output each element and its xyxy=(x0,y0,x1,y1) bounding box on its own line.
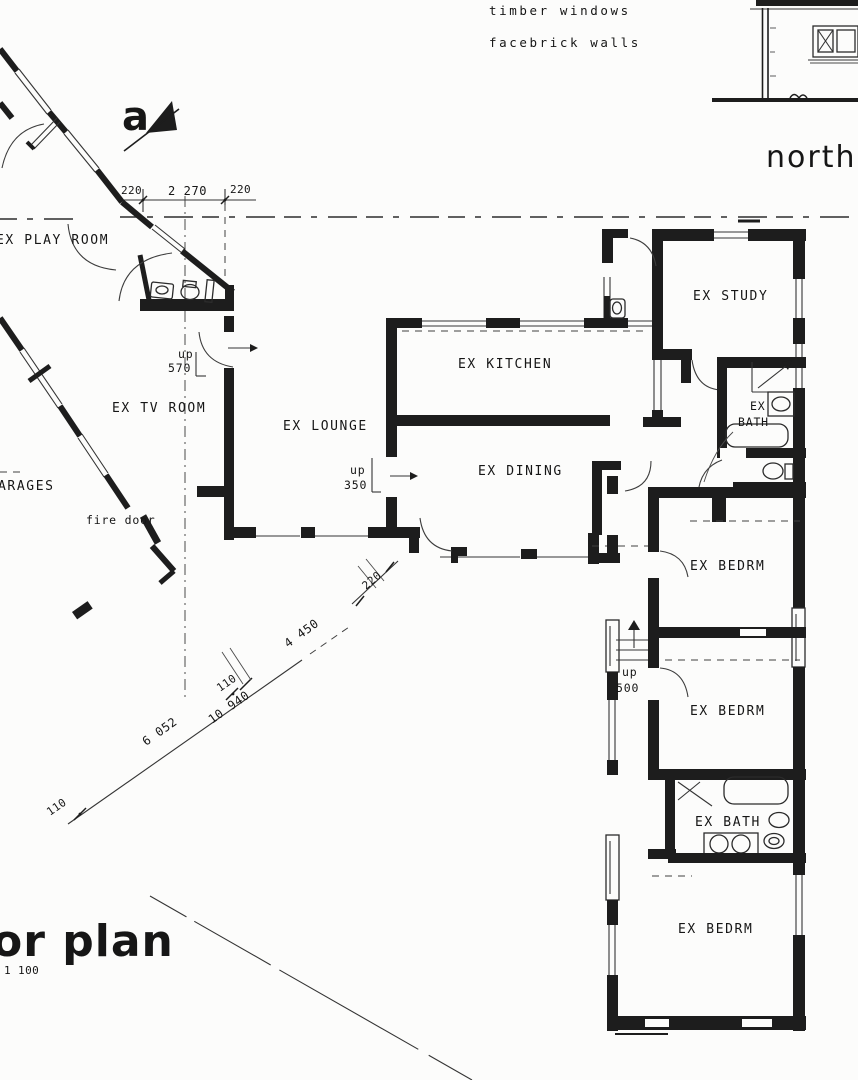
section-letter: a xyxy=(122,94,149,140)
fire-door-leaf xyxy=(139,514,162,545)
lobby-basin xyxy=(609,298,626,319)
door-arrow-icon xyxy=(410,472,418,480)
window-frame xyxy=(605,619,620,673)
stair-570: up 570 xyxy=(168,347,193,375)
basin-icon xyxy=(771,396,791,412)
kitchen-lobby xyxy=(602,229,657,322)
room-label-tv-room: EX TV ROOM xyxy=(112,401,206,416)
room-label-dining: EX DINING xyxy=(478,464,563,479)
elevation-grass xyxy=(789,93,808,100)
section-arrow-icon xyxy=(146,101,177,133)
fire-door-label: fire door xyxy=(86,513,156,527)
basin-counter xyxy=(767,391,795,417)
room-label-bedroom-3: EX BEDRM xyxy=(678,922,753,937)
study-wing: EX STUDY xyxy=(652,229,806,608)
room-label-bedroom-2: EX BEDRM xyxy=(690,704,765,719)
elevation-roof-band xyxy=(756,0,858,6)
up-arrow-icon xyxy=(628,620,640,630)
bathtub-icon xyxy=(725,423,789,448)
dim-top-left: 220 xyxy=(121,184,142,197)
basin-icon xyxy=(709,834,729,854)
fireplace-pier xyxy=(197,486,225,497)
wc-icon xyxy=(762,462,784,480)
elevation-caption: north xyxy=(766,140,856,175)
basin-icon xyxy=(768,811,790,829)
stair-500: up 500 xyxy=(616,620,650,695)
basin-icon xyxy=(731,834,751,854)
wc-icon xyxy=(763,832,785,850)
garage-pier xyxy=(72,601,93,620)
stair-350-word: up xyxy=(350,463,365,477)
material-notes: timber windows facebrick walls xyxy=(489,3,641,50)
dim-110-lower: 110 xyxy=(44,796,69,819)
construction-line xyxy=(149,895,473,1080)
room-label-study: EX STUDY xyxy=(693,289,768,304)
stair-500-word: up xyxy=(622,665,637,679)
room-label-bedroom-1: EX BEDRM xyxy=(690,559,765,574)
dim-6052: 6 052 xyxy=(140,715,180,749)
note-facebrick-walls: facebrick walls xyxy=(489,35,641,50)
room-label-play-room: EX PLAY ROOM xyxy=(0,233,109,248)
room-label-bath-upper-2: BATH xyxy=(738,415,769,429)
door-arrow-icon xyxy=(250,344,258,352)
room-label-kitchen: EX KITCHEN xyxy=(458,357,552,372)
note-timber-windows: timber windows xyxy=(489,3,631,18)
toilet-lobby xyxy=(118,252,234,311)
title-block: or plan 1 100 xyxy=(0,916,174,977)
play-room-wing: EX PLAY ROOM xyxy=(0,47,235,295)
bedroom-wing: EX BEDRM up 500 EX BEDRM xyxy=(605,476,806,1035)
boundary-lines xyxy=(0,196,858,702)
stair-350-rise: 350 xyxy=(344,478,367,492)
room-label-garages: ARAGES xyxy=(0,479,55,494)
stair-570-word: up xyxy=(178,347,193,361)
garage-boundary-wall: ARAGES fire door xyxy=(0,316,177,620)
sheet-title: or plan xyxy=(0,916,174,967)
tv-room-lounge: EX TV ROOM EX LOUNGE up 570 xyxy=(112,316,420,553)
stair-570-rise: 570 xyxy=(168,361,191,375)
shower-arrow-icon xyxy=(782,360,792,370)
window-frame xyxy=(605,834,620,901)
kitchen-dining-block: up 350 EX KITCHEN EX DINING xyxy=(344,231,681,564)
section-marker-a: a xyxy=(122,94,180,152)
diagonal-dimensions: 220 4 450 110 10 940 6 052 110 xyxy=(44,558,399,825)
room-label-bath-upper-1: EX xyxy=(750,399,765,413)
north-elevation: north xyxy=(712,0,858,175)
elevation-window xyxy=(808,25,858,64)
dim-4450: 4 450 xyxy=(282,616,322,650)
dim-top-middle: 2 270 xyxy=(168,184,207,198)
dim-10940: 10 940 xyxy=(206,688,252,726)
bathtub-icon xyxy=(723,776,789,805)
room-label-bath-lower: EX BATH xyxy=(695,815,761,830)
stair-350: up 350 xyxy=(344,463,367,492)
wc-icon xyxy=(180,283,200,301)
top-dimension-chain: 220 2 270 220 xyxy=(120,183,256,212)
room-label-lounge: EX LOUNGE xyxy=(283,419,368,434)
wc-basin-fixtures xyxy=(149,279,215,304)
sheet-scale: 1 100 xyxy=(4,964,39,977)
dim-top-right: 220 xyxy=(230,183,251,196)
stair-500-rise: 500 xyxy=(616,681,639,695)
upper-bathroom: EX BATH xyxy=(697,357,806,495)
elevation-ground-line xyxy=(712,98,858,102)
